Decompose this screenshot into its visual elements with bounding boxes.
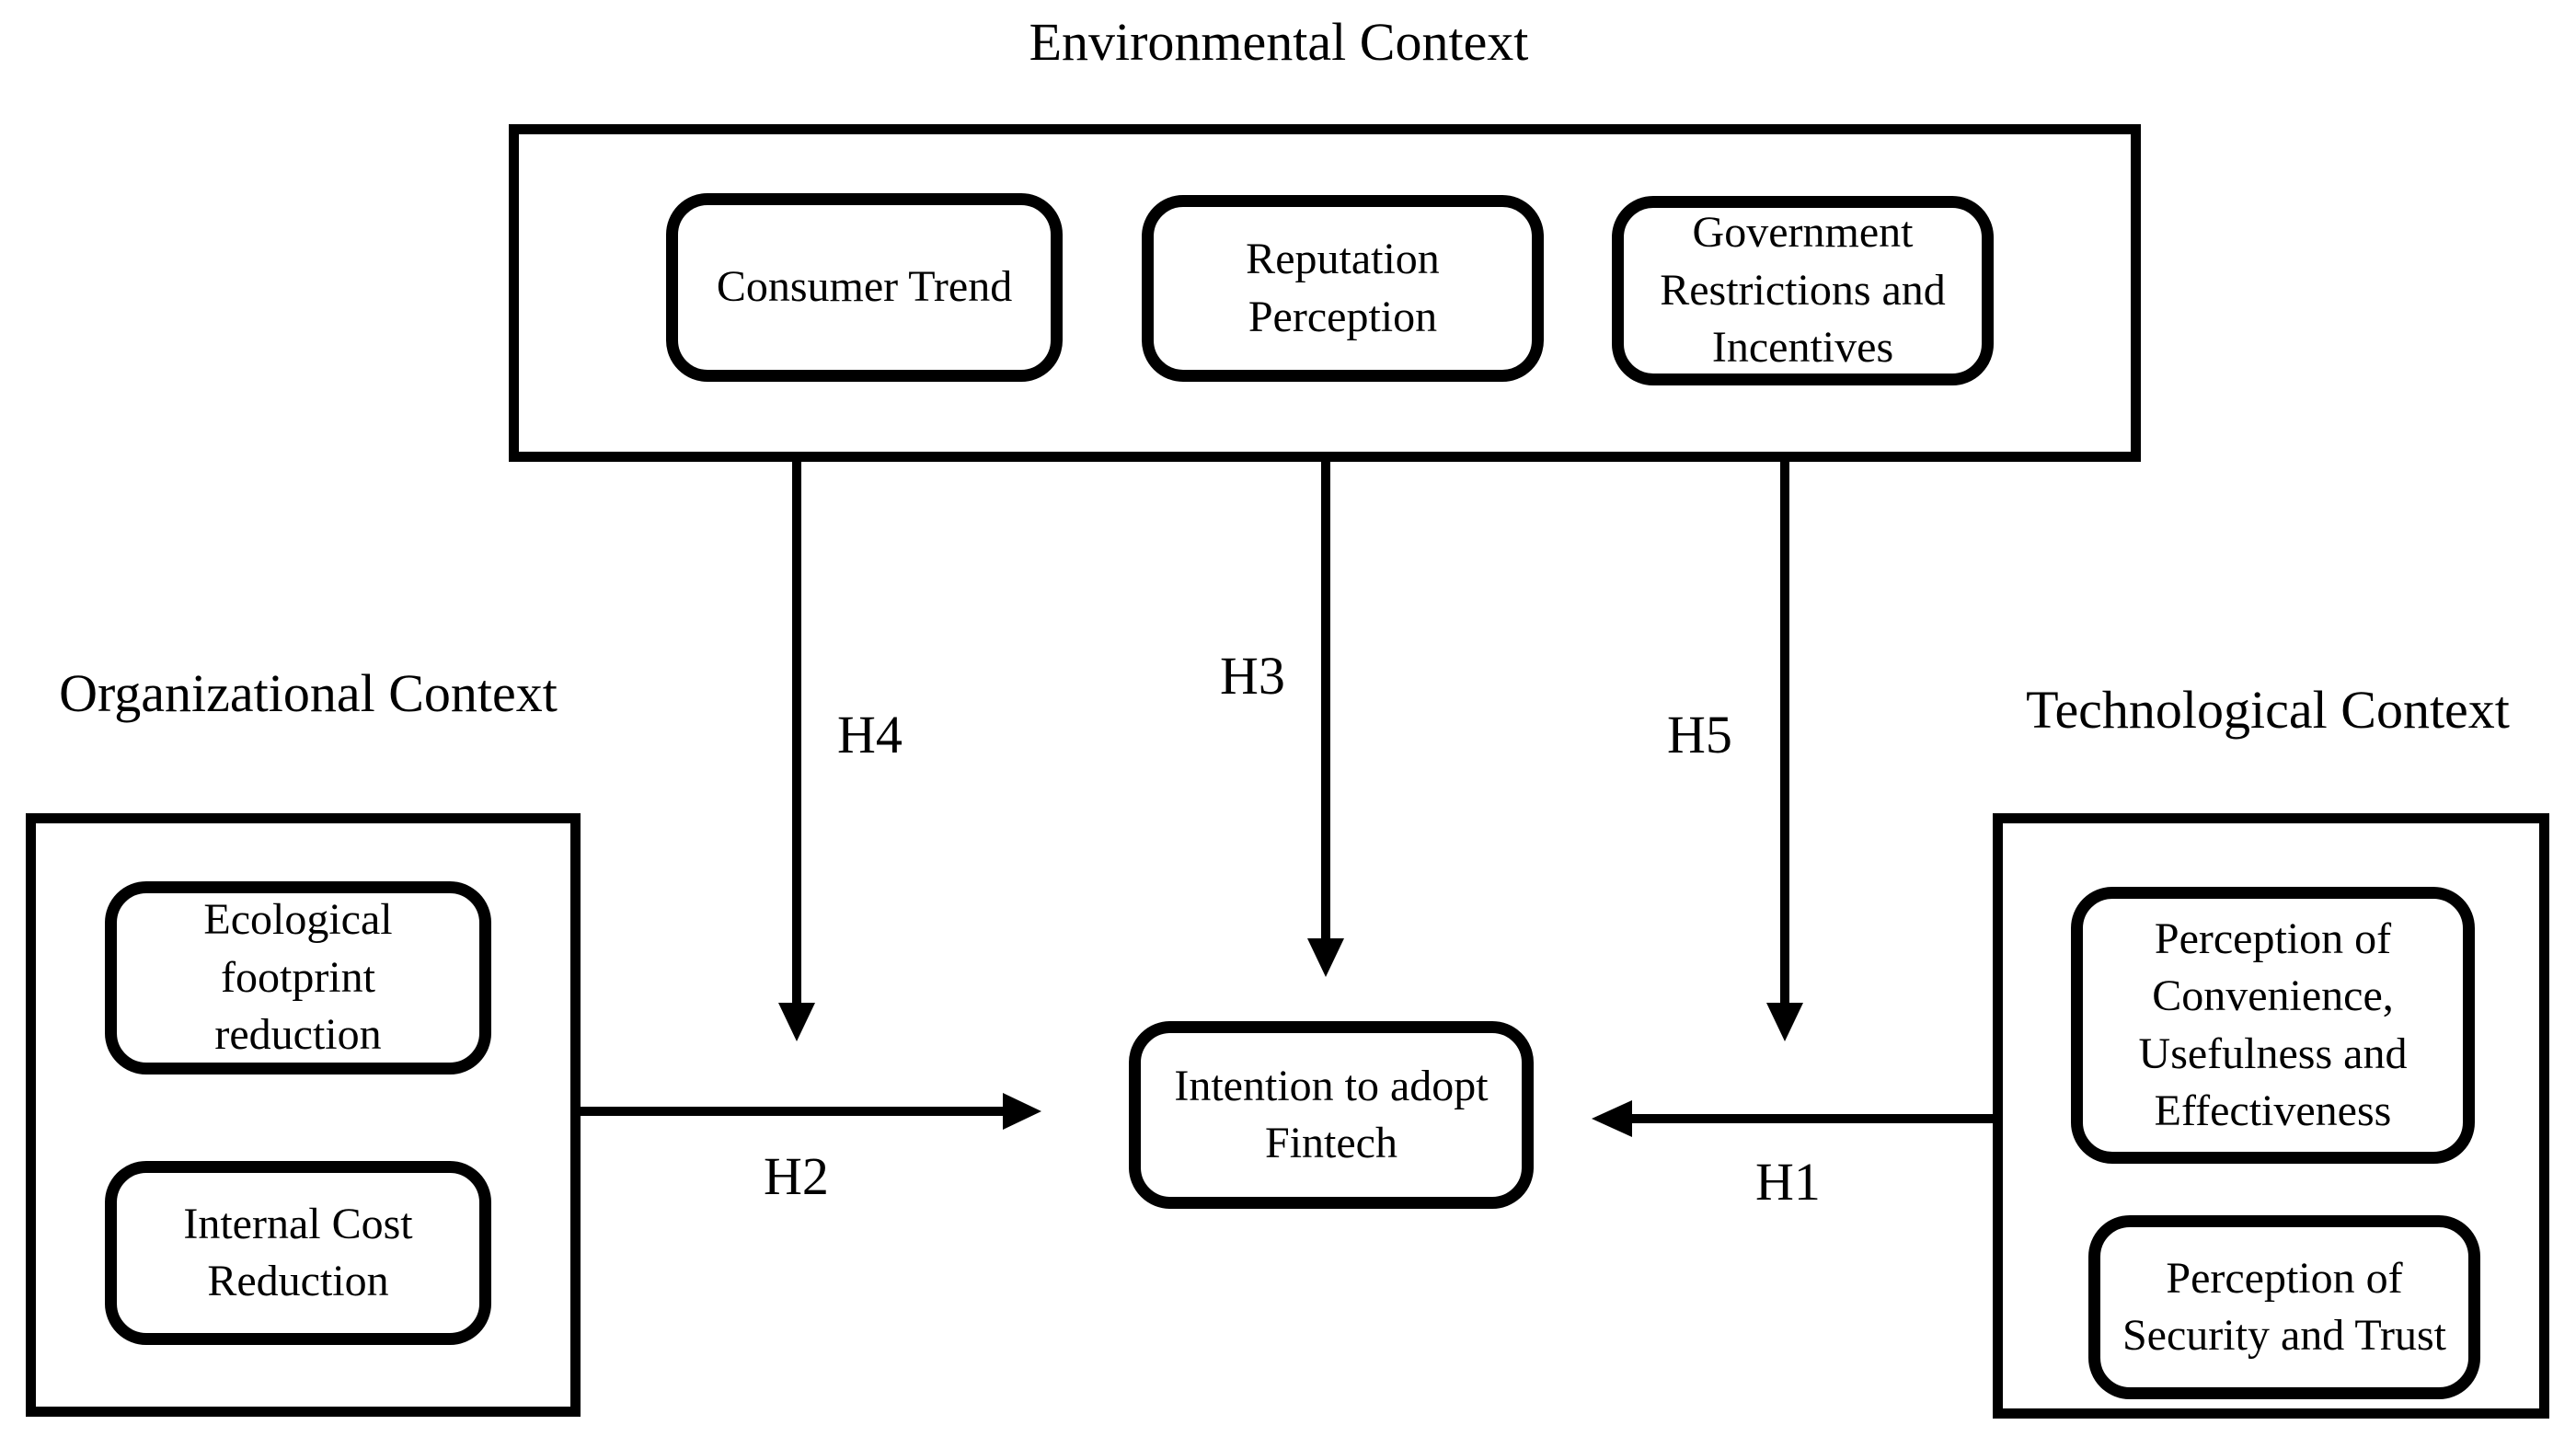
node-government-restrictions-incentives-label: Government Restrictions and Incentives (1660, 208, 1946, 373)
node-ecological-footprint-reduction-label: Ecological footprint reduction (203, 895, 393, 1060)
node-consumer-trend: Consumer Trend (666, 193, 1063, 382)
h2-arrowhead (1003, 1093, 1041, 1130)
node-perception-security-trust: Perception of Security and Trust (2088, 1215, 2480, 1399)
h1-arrow (1592, 1100, 1993, 1137)
h1-label: H1 (1755, 1152, 1821, 1212)
node-government-restrictions-incentives: Government Restrictions and Incentives (1612, 196, 1994, 385)
node-reputation-perception-label: Reputation Perception (1246, 235, 1440, 341)
node-intention-to-adopt-fintech-label: Intention to adopt Fintech (1174, 1061, 1489, 1167)
node-consumer-trend-label: Consumer Trend (716, 262, 1013, 312)
node-internal-cost-reduction-label: Internal Cost Reduction (183, 1199, 413, 1305)
h5-arrow (1766, 462, 1803, 1041)
h4-arrow (778, 462, 815, 1041)
h2-label: H2 (764, 1146, 829, 1206)
h5-label: H5 (1667, 705, 1732, 764)
node-internal-cost-reduction: Internal Cost Reduction (105, 1161, 491, 1345)
technological-context-box (1993, 813, 2549, 1419)
environmental-context-box (509, 124, 2141, 462)
node-ecological-footprint-reduction: Ecological footprint reduction (105, 881, 491, 1075)
node-perception-convenience-usefulness-effectiveness-label: Perception of Convenience, Usefulness an… (2138, 914, 2408, 1135)
node-reputation-perception: Reputation Perception (1142, 195, 1544, 382)
h3-arrow (1307, 462, 1344, 977)
node-perception-security-trust-label: Perception of Security and Trust (2122, 1253, 2447, 1360)
organizational-context-title: Organizational Context (59, 663, 558, 723)
node-intention-to-adopt-fintech: Intention to adopt Fintech (1129, 1021, 1534, 1209)
h3-label: H3 (1220, 646, 1285, 706)
h1-arrowhead (1592, 1100, 1632, 1137)
h2-arrow (581, 1093, 1041, 1130)
node-perception-convenience-usefulness-effectiveness: Perception of Convenience, Usefulness an… (2071, 887, 2475, 1164)
h4-arrowhead (778, 1003, 815, 1041)
h5-arrowhead (1766, 1003, 1803, 1041)
organizational-context-box (26, 813, 581, 1417)
h3-arrowhead (1307, 938, 1344, 977)
technological-context-title: Technological Context (2026, 680, 2510, 740)
h4-label: H4 (837, 705, 903, 764)
environmental-context-title: Environmental Context (1029, 12, 1529, 72)
